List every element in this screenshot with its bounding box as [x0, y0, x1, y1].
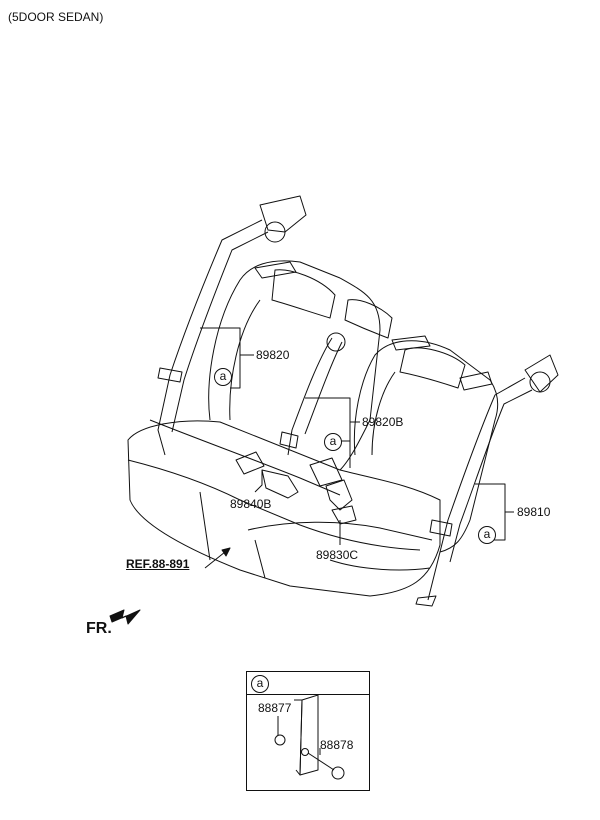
direction-label: FR.: [86, 620, 112, 637]
callout-89820b: 89820B: [362, 415, 404, 429]
detail-parts: [274, 694, 345, 780]
detail-header: a: [247, 672, 369, 695]
belt-center: [279, 332, 346, 456]
marker-a-center: a: [324, 433, 342, 451]
forward-arrow-icon: [109, 609, 141, 625]
center-headrest: [344, 299, 393, 339]
callout-89820: 89820: [256, 348, 290, 362]
marker-a-right: a: [478, 526, 496, 544]
buckle-left: [235, 451, 299, 499]
belt-left: [157, 195, 307, 456]
callout-89830c: 89830C: [316, 548, 359, 562]
detail-part-88877: 88877: [258, 701, 292, 715]
belt-right: [415, 354, 559, 607]
buckle-right: [309, 457, 357, 525]
ref-label: REF.88-891: [126, 557, 190, 571]
seat-back-left: [208, 260, 381, 471]
seat-back-right: [353, 335, 499, 553]
detail-marker-a: a: [251, 675, 269, 693]
callout-89840b: 89840B: [230, 497, 272, 511]
detail-part-88878: 88878: [320, 738, 354, 752]
leader-lines: [200, 327, 514, 569]
detail-box: a: [246, 671, 370, 791]
seat-cushion: [127, 419, 441, 597]
callout-89810: 89810: [517, 505, 551, 519]
marker-a-left: a: [214, 368, 232, 386]
variant-title: (5DOOR SEDAN): [8, 10, 104, 24]
